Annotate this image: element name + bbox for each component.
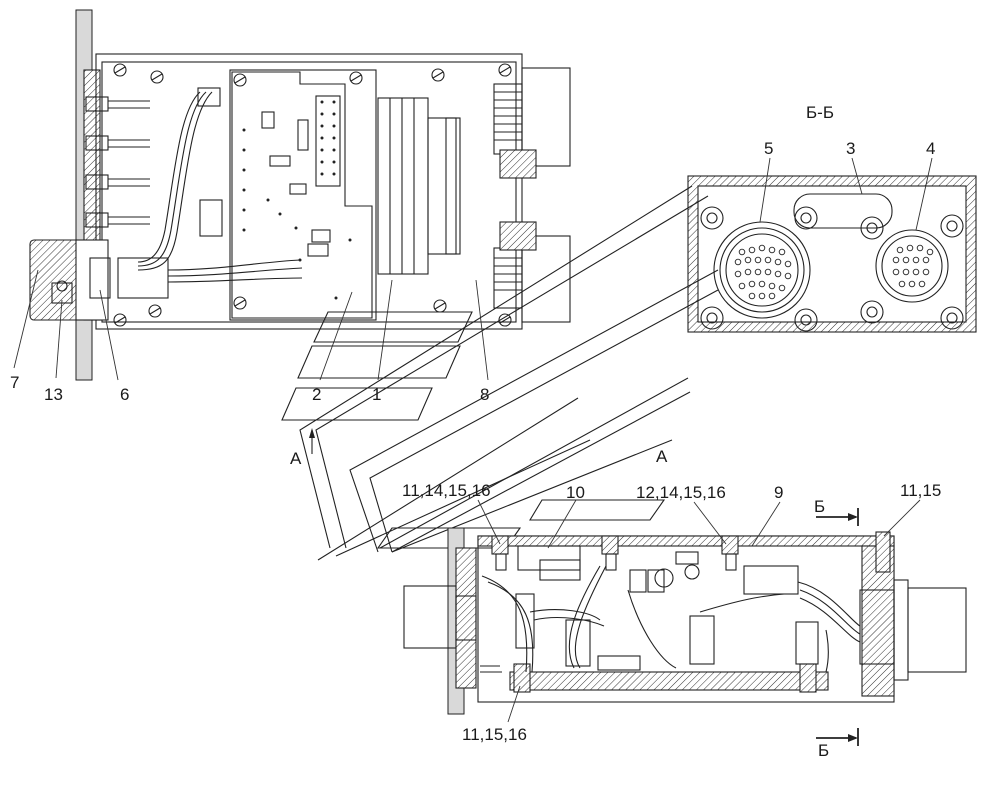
view-a-right: А [656,447,668,466]
section-bb-title: Б-Б [806,103,834,122]
callout-6: 6 [120,385,129,404]
leader-lines-bottom [477,499,921,723]
bottom-view [403,527,967,715]
section-bb-view [687,175,977,333]
callout-7: 7 [10,373,19,392]
housing-outline [95,53,523,330]
top-view [29,9,571,381]
section-arrows [816,508,859,746]
callout-11-15-16: 11,15,16 [462,725,527,744]
projection-lines [281,185,719,561]
wire-harness [137,87,221,271]
callout-1: 1 [372,385,381,404]
callout-9: 9 [774,483,783,502]
callout-8: 8 [480,385,489,404]
section-b-top: Б [814,497,825,516]
connector-pins [734,244,934,300]
callout-13: 13 [44,385,63,404]
callout-labels: 7 13 6 2 1 8 Б-Б 5 3 4 А А 11,14,15,16 1… [10,103,941,760]
chip-pins [242,100,352,300]
callout-12-14-15-16: 12,14,15,16 [636,483,726,502]
screw-group-top [113,63,512,327]
callout-2: 2 [312,385,321,404]
callout-10: 10 [566,483,585,502]
leader-lines-top [13,269,489,381]
callout-11-14-15-16: 11,14,15,16 [402,481,491,500]
callout-5: 5 [764,139,773,158]
pcb-components [199,95,341,257]
callout-11-15: 11,15 [900,481,941,500]
callout-3: 3 [846,139,855,158]
led-row [85,96,150,228]
pcb-board [229,69,377,321]
leader-lines-bb [759,157,933,231]
callout-4: 4 [926,139,935,158]
section-b-bottom: Б [818,741,829,760]
view-a-left: А [290,449,302,468]
